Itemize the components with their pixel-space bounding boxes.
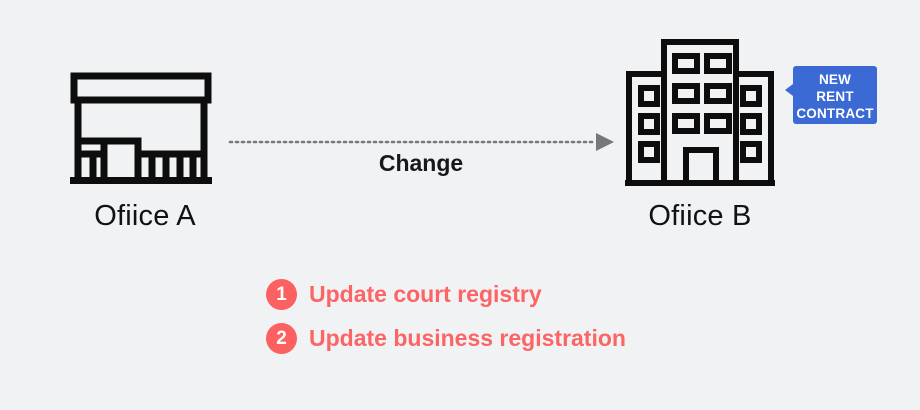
step-item-1: 1 Update court registry: [266, 272, 686, 316]
steps-list: 1 Update court registry 2 Update busines…: [266, 272, 686, 360]
office-a-node: Ofiice A: [60, 66, 230, 241]
office-building-icon: [625, 39, 775, 186]
step-item-2: 2 Update business registration: [266, 316, 686, 360]
office-a-label: Ofiice A: [94, 200, 196, 232]
new-rent-contract-badge: NEW RENT CONTRACT: [785, 66, 877, 124]
storefront-icon: [70, 72, 212, 184]
step-number-badge-1: 1: [266, 278, 297, 310]
step-label-1: Update court registry: [309, 280, 542, 307]
step-number-badge-2: 2: [266, 322, 297, 354]
badge-line-3: CONTRACT: [796, 106, 874, 121]
badge-line-1: NEW: [818, 72, 852, 87]
office-b-node: Ofiice B: [615, 28, 785, 241]
step-label-2: Update business registration: [309, 324, 626, 351]
change-arrow-connector: [228, 133, 614, 151]
office-b-label: Ofiice B: [648, 200, 752, 232]
badge-line-2: RENT: [816, 89, 854, 104]
badge-pointer-tail: [785, 84, 793, 96]
change-label: Change: [378, 150, 464, 176]
